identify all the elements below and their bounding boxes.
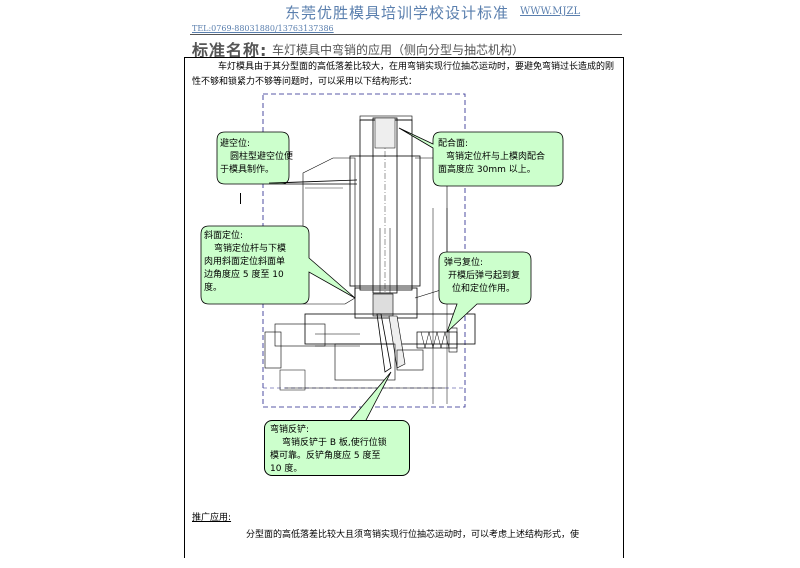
intro-paragraph: 车灯模具由于其分型面的高低落差比较大，在用弯销实现行位抽芯运动时，要避免弯销过长… (192, 62, 615, 87)
mold-structure-drawing (200, 93, 564, 433)
callout-bevel-line: 边角度应 5 度至 10 (204, 270, 284, 280)
callout-bevel (200, 225, 356, 305)
school-title: 东莞优胜模具培训学校设计标准 (285, 4, 510, 22)
callout-bevel-line: 弯销定位杆与下模 (214, 244, 287, 254)
callout-mating-line: 面高度应 30mm 以上。 (438, 165, 536, 175)
text-cursor (240, 193, 241, 204)
header-divider (190, 34, 622, 35)
callout-spring (438, 251, 532, 333)
section-title: 推广应用: (192, 513, 232, 523)
callout-heel-line: 10 度。 (270, 464, 303, 474)
callout-clearance-line: 于模具制作。 (220, 165, 275, 175)
standard-name: 车灯模具中弯销的应用（侧向分型与抽芯机构） (272, 43, 525, 57)
callout-heel-title: 弯销反铲: (270, 425, 310, 435)
callout-clearance (216, 131, 358, 185)
telephone-link[interactable]: TEL:0769-88031880/13763137386 (192, 24, 334, 33)
content-frame (184, 57, 624, 558)
callout-spring-title: 弹弓复位: (444, 258, 484, 268)
callout-clearance-line: 圆柱型避空位便 (230, 152, 294, 162)
section-body: 分型面的高低落差比较大且须弯销实现行位抽芯运动时，可以考虑上述结构形式，使 (246, 530, 580, 540)
callout-bevel-title: 斜面定位: (204, 231, 244, 241)
callout-mating-line: 弯销定位杆与上模肉配合 (446, 152, 546, 162)
callout-bevel-line: 肉用斜面定位斜面单 (204, 257, 286, 267)
callout-bevel-text: 斜面定位: 弯销定位杆与下模 肉用斜面定位斜面单 边角度应 5 度至 10 度。 (204, 230, 286, 295)
school-url-link[interactable]: WWW.MJZL (520, 6, 581, 17)
callout-heel-line: 弯销反铲于 B 板,使行位锁 (282, 438, 387, 448)
callout-clearance-title: 避空位: (220, 139, 251, 149)
callout-bevel-line: 度。 (204, 283, 223, 293)
standard-label: 标准名称: (192, 41, 268, 60)
callout-spring-line: 开模后弹弓起到复 (448, 271, 521, 281)
callout-mating (398, 127, 564, 187)
callout-heel-line: 模可靠。反铲角度应 5 度至 (270, 451, 381, 461)
callout-mating-title: 配合面: (438, 139, 469, 149)
callout-clearance-text: 避空位: 圆柱型避空位便 于模具制作。 (220, 138, 293, 177)
callout-spring-line: 位和定位作用。 (452, 284, 516, 294)
slide-block (354, 287, 418, 319)
callout-spring-text: 弹弓复位: 开模后弹弓起到复 位和定位作用。 (444, 257, 520, 296)
callout-heel-box (264, 420, 410, 476)
callout-heel-text: 弯销反铲: 弯销反铲于 B 板,使行位锁 模可靠。反铲角度应 5 度至 10 度… (270, 424, 387, 476)
callout-mating-text: 配合面: 弯销定位杆与上模肉配合 面高度应 30mm 以上。 (438, 138, 545, 177)
